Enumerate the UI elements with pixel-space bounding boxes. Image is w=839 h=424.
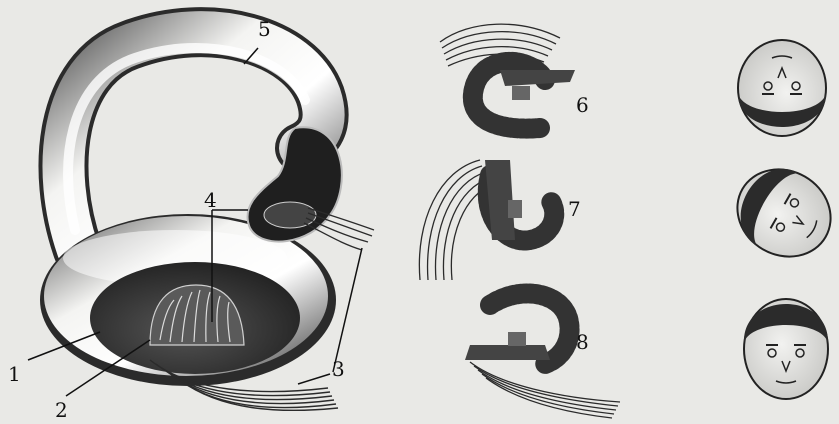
crista-bar-8 xyxy=(465,345,550,360)
label-3: 3 xyxy=(332,357,345,381)
label-7: 7 xyxy=(568,197,581,221)
ampulla-orientation-8 xyxy=(465,293,620,418)
ampulla-orientation-7 xyxy=(419,160,554,280)
crista-7 xyxy=(508,200,522,218)
label-6: 6 xyxy=(576,93,589,117)
semicircular-canal xyxy=(28,32,374,410)
face-tilted-icon xyxy=(721,153,839,274)
label-2: 2 xyxy=(55,398,68,422)
crista-8 xyxy=(508,332,526,346)
utricle-macula xyxy=(264,202,316,228)
crista-bar-6 xyxy=(500,70,575,86)
crista-6 xyxy=(512,86,530,100)
ampulla-orientation-6 xyxy=(440,24,575,128)
label-8: 8 xyxy=(576,330,589,354)
face-upright-icon xyxy=(744,299,828,399)
label-4: 4 xyxy=(204,188,217,212)
face-upside-down-icon xyxy=(738,40,826,136)
label-5: 5 xyxy=(258,17,271,41)
label-1: 1 xyxy=(8,362,21,386)
